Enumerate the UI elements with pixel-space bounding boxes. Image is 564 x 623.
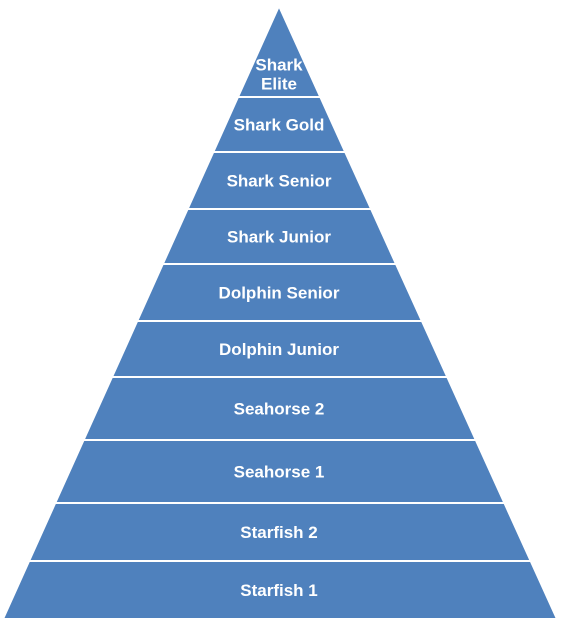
tier-label-line: Dolphin Junior: [219, 340, 339, 359]
tier-seahorse-2-label: Seahorse 2: [234, 399, 325, 418]
tier-label-line: Shark Gold: [234, 115, 325, 134]
tier-starfish-2-label: Starfish 2: [240, 523, 317, 542]
tier-label-line: Elite: [261, 74, 297, 93]
tier-label-line: Starfish 2: [240, 523, 317, 542]
tier-seahorse-1-label: Seahorse 1: [234, 462, 325, 481]
tier-label-line: Seahorse 1: [234, 462, 325, 481]
tier-label-line: Seahorse 2: [234, 399, 325, 418]
tier-dolphin-junior-label: Dolphin Junior: [219, 340, 339, 359]
tier-starfish-1-shape: [1, 560, 559, 620]
tier-label-line: Shark: [255, 55, 303, 74]
tier-shark-senior-label: Shark Senior: [227, 171, 332, 190]
tier-shark-junior-label: Shark Junior: [227, 227, 331, 246]
tier-label-line: Shark Senior: [227, 171, 332, 190]
tier-dolphin-senior-label: Dolphin Senior: [219, 283, 340, 302]
tier-label-line: Dolphin Senior: [219, 283, 340, 302]
tier-label-line: Starfish 1: [240, 581, 317, 600]
tier-starfish-1-label: Starfish 1: [240, 581, 317, 600]
tier-shark-gold-label: Shark Gold: [234, 115, 325, 134]
tier-label-line: Shark Junior: [227, 227, 331, 246]
